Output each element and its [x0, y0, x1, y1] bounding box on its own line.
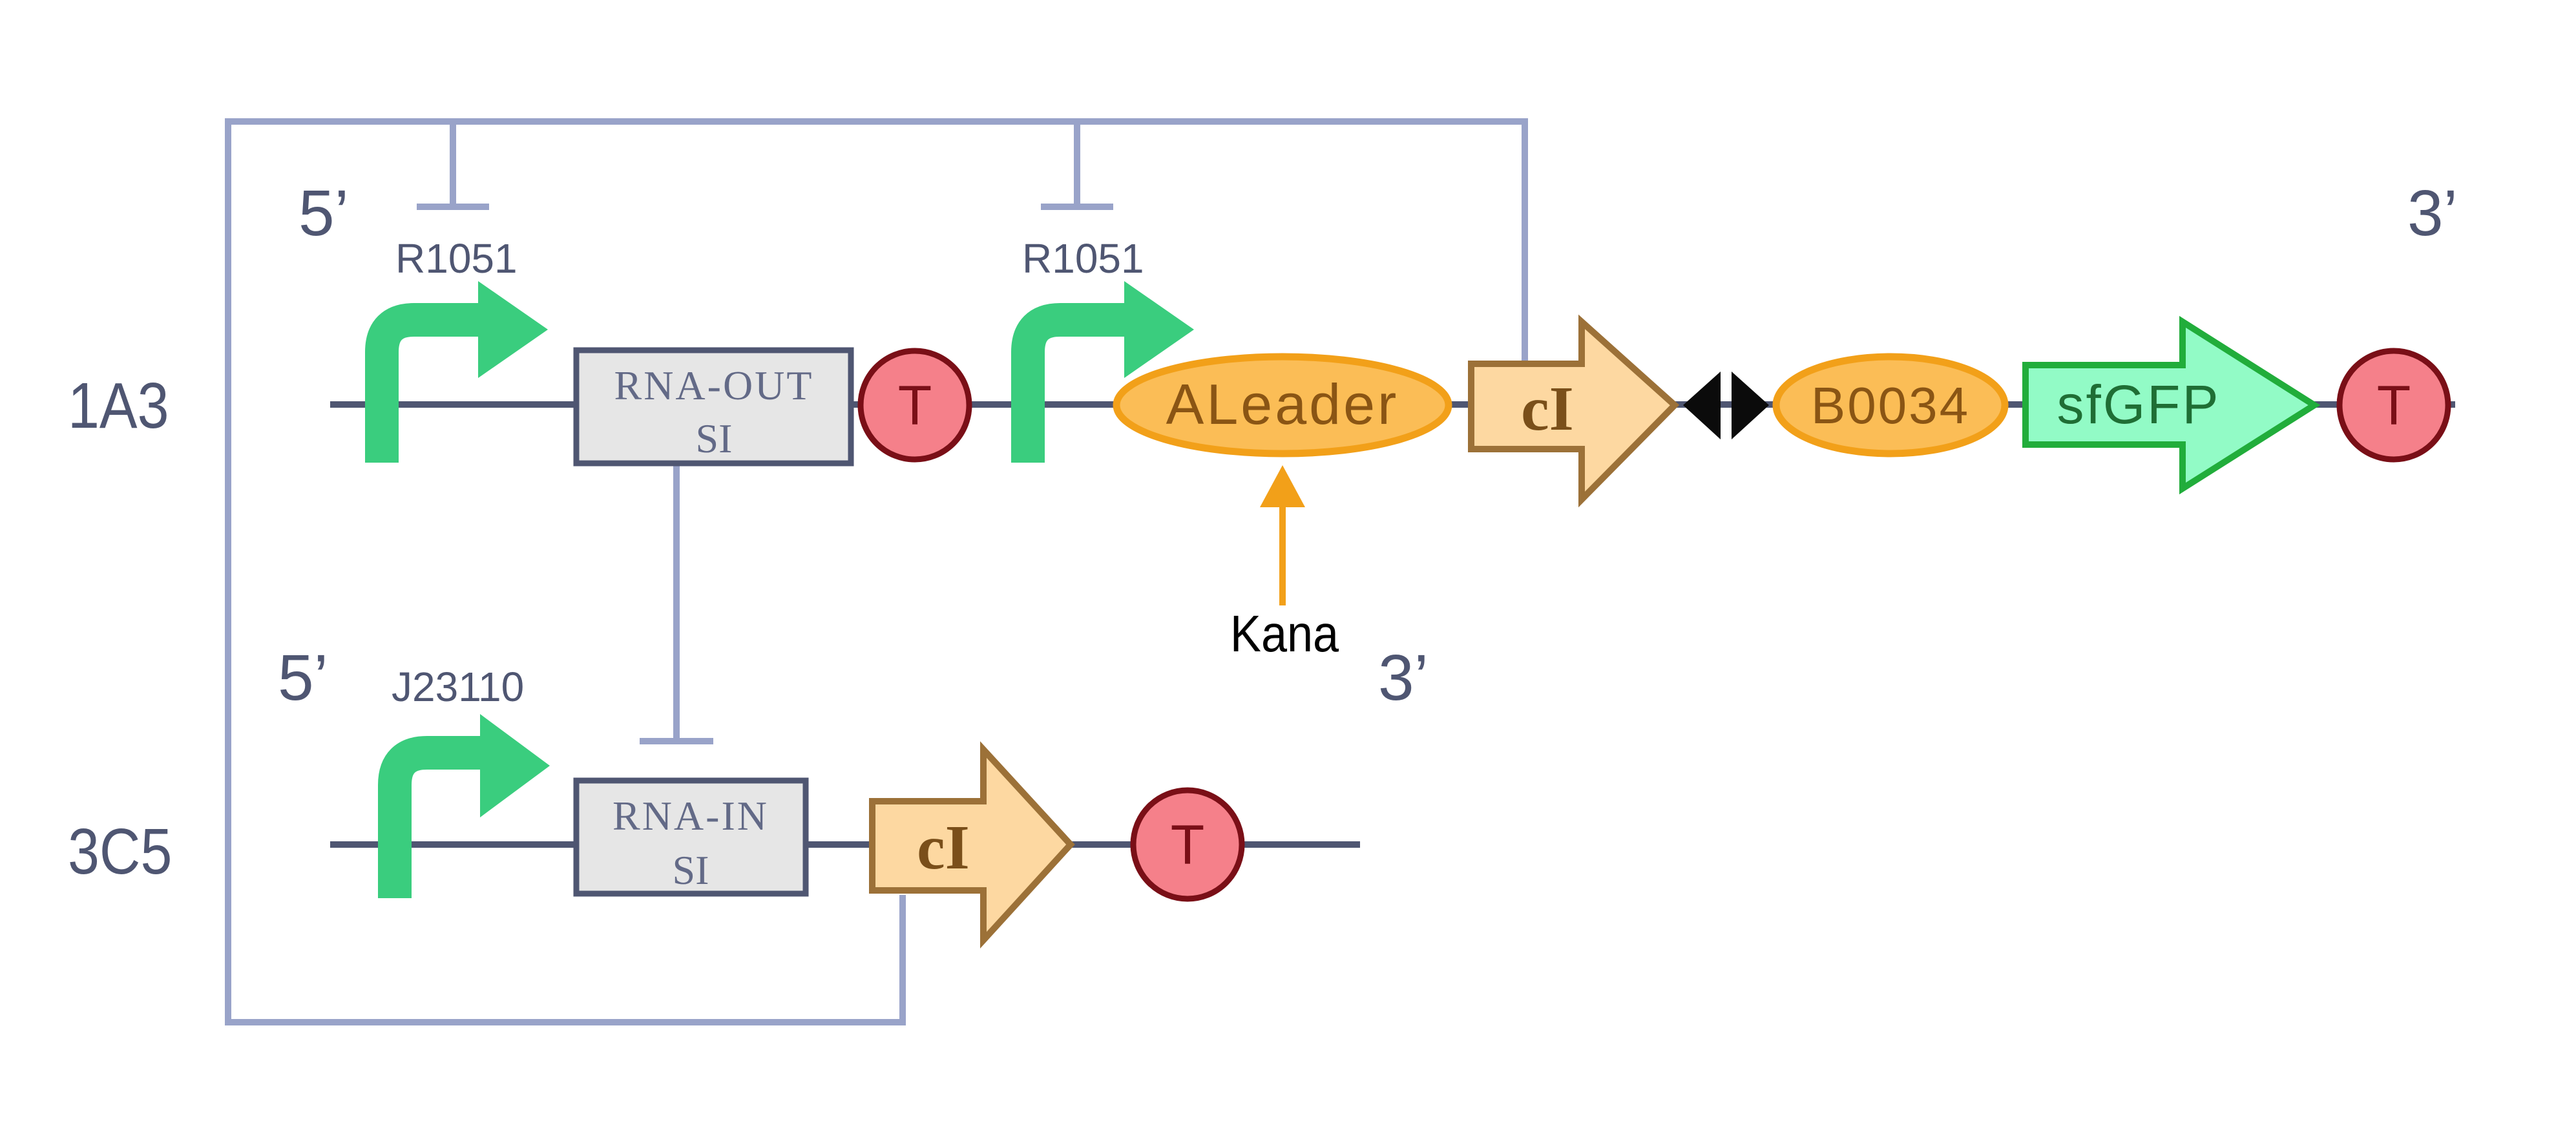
top-ci-cds: cI: [1468, 314, 1680, 508]
aleader-label: ALeader: [1166, 372, 1399, 436]
terminator1-icon: T: [857, 348, 972, 463]
row-label-1a3: 1A3: [68, 370, 169, 441]
rna-in-label-line1: RNA-IN: [613, 793, 769, 839]
aleader-element: ALeader: [1113, 353, 1452, 457]
terminator3-label: T: [1171, 814, 1205, 876]
bottom-ci-cds: cI: [869, 741, 1075, 949]
row-label-3c5: 3C5: [68, 815, 172, 887]
top-five-prime-label: 5’: [298, 177, 349, 249]
insulator-icon: [1683, 372, 1769, 439]
sfgfp-cds: sfGFP: [2022, 315, 2321, 495]
bottom-ci-label: cI: [917, 813, 970, 883]
bottom-five-prime-label: 5’: [278, 642, 328, 714]
promoter2-label: R1051: [1022, 235, 1144, 282]
rbs-b0034-label: B0034: [1811, 377, 1970, 434]
kana-label: Kana: [1230, 605, 1339, 663]
rna-out-label-line2: SI: [696, 415, 733, 461]
terminator1-label: T: [898, 375, 932, 437]
feedback-loop-line: [225, 118, 1528, 1025]
terminator3-icon: T: [1130, 787, 1245, 902]
rbs-b0034-element: B0034: [1772, 353, 2009, 457]
top-three-prime-label: 3’: [2407, 177, 2458, 249]
promoter3-label: J23110: [392, 664, 524, 710]
top-ci-label: cI: [1521, 374, 1574, 444]
promoter1-icon: [365, 281, 548, 463]
sfgfp-label: sfGFP: [2057, 374, 2220, 435]
promoter1-label: R1051: [395, 235, 518, 282]
rna-in-label-line2: SI: [673, 847, 709, 893]
rna-out-si-box: RNA-OUT SI: [573, 347, 854, 467]
rna-in-si-box: RNA-IN SI: [573, 777, 809, 897]
promoter2-icon: [1011, 281, 1194, 463]
rna-out-label-line1: RNA-OUT: [614, 362, 814, 408]
terminator2-icon: T: [2336, 348, 2451, 463]
promoter3-icon: [378, 714, 550, 898]
regulation-lines: [225, 118, 1528, 1025]
terminator2-label: T: [2377, 375, 2411, 437]
bottom-three-prime-label: 3’: [1378, 642, 1429, 714]
kana-annotation: Kana: [1230, 465, 1339, 663]
